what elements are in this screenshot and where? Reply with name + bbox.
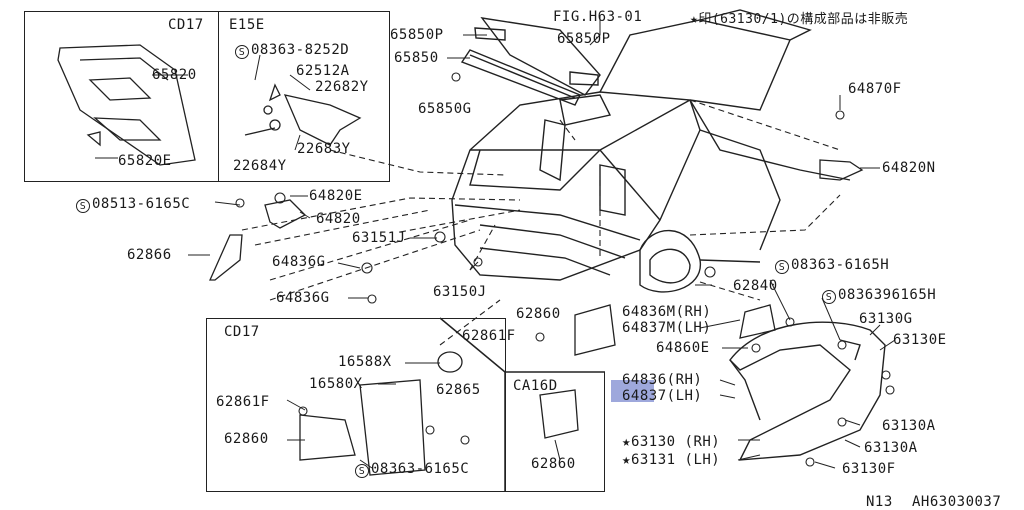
solid-leaders xyxy=(95,15,896,469)
part-64820n[interactable]: 64820N xyxy=(882,160,936,176)
box-bottom-left xyxy=(206,318,506,492)
highlight-64837 xyxy=(611,380,654,402)
hood-hinge-drawing xyxy=(244,83,362,146)
note-body: 印(63130/1)の構成部品は非販売 xyxy=(698,12,909,27)
screw-icon: S xyxy=(76,199,90,213)
part-64820[interactable]: 64820 xyxy=(316,211,361,227)
part-64836[interactable]: 64836(RH) xyxy=(622,372,703,388)
variant-label-cd17-top: CD17 xyxy=(168,17,204,33)
part-63130a-upper[interactable]: 63130A xyxy=(882,418,936,434)
variant-label-e15e: E15E xyxy=(229,17,265,33)
part-65850g[interactable]: 65850G xyxy=(418,101,472,117)
part-64837[interactable]: 64837(LH) xyxy=(622,388,703,404)
figure-ref[interactable]: FIG.H63-01 xyxy=(553,9,643,25)
variant-label-ca16d: CA16D xyxy=(513,378,558,394)
part-number: 08513-6165C xyxy=(92,196,191,212)
part-63150j[interactable]: 63150J xyxy=(433,284,487,300)
part-62861f-box[interactable]: 62861F xyxy=(216,394,270,410)
part-22684y[interactable]: 22684Y xyxy=(233,158,287,174)
star-icon: ★ xyxy=(622,434,631,450)
part-65820e[interactable]: 65820E xyxy=(118,153,172,169)
part-number: 0836396165H xyxy=(838,287,937,303)
part-62861f-center[interactable]: 62861F xyxy=(462,328,516,344)
part-16580x[interactable]: 16580X xyxy=(309,376,363,392)
part-63130a-lower[interactable]: 63130A xyxy=(864,440,918,456)
part-22682y[interactable]: 22682Y xyxy=(315,79,369,95)
part-62840[interactable]: 62840 xyxy=(733,278,778,294)
part-16588x[interactable]: 16588X xyxy=(338,354,392,370)
part-64836g-lower[interactable]: 64836G xyxy=(276,290,330,306)
part-65820[interactable]: 65820 xyxy=(152,67,197,83)
part-64870f[interactable]: 64870F xyxy=(848,81,902,97)
part-number: 08363-8252D xyxy=(251,42,350,58)
part-65850p-right[interactable]: 65850P xyxy=(557,31,611,47)
part-number: 08363-6165H xyxy=(791,257,890,273)
part-63130f[interactable]: 63130F xyxy=(842,461,896,477)
footer-code-n13: N13 xyxy=(866,494,893,510)
part-63130[interactable]: ★63130 (RH) xyxy=(622,434,720,450)
part-65850[interactable]: 65850 xyxy=(394,50,439,66)
part-62865[interactable]: 62865 xyxy=(436,382,481,398)
fasteners xyxy=(235,72,895,467)
box-hood-hinge xyxy=(218,11,390,182)
part-64860e[interactable]: 64860E xyxy=(656,340,710,356)
part-62860-ca16d[interactable]: 62860 xyxy=(531,456,576,472)
screw-icon: S xyxy=(775,260,789,274)
footer-code-illustration: AH63030037 xyxy=(912,494,1002,510)
part-63130e[interactable]: 63130E xyxy=(893,332,947,348)
screw-icon: S xyxy=(822,290,836,304)
fender-liner-drawing xyxy=(729,321,886,461)
car-illustration xyxy=(451,9,851,293)
note-text: ★印(63130/1)の構成部品は非販売 xyxy=(690,12,908,28)
part-63151j[interactable]: 63151J xyxy=(352,230,406,246)
screw-icon: S xyxy=(235,45,249,59)
part-62512a[interactable]: 62512A xyxy=(296,63,350,79)
part-65850p-left[interactable]: 65850P xyxy=(390,27,444,43)
part-63131[interactable]: ★63131 (LH) xyxy=(622,452,720,468)
box-bottom-right xyxy=(505,372,605,492)
part-64820e[interactable]: 64820E xyxy=(309,188,363,204)
part-62860-center[interactable]: 62860 xyxy=(516,306,561,322)
part-number: 08363-6165C xyxy=(371,461,470,477)
part-64836m[interactable]: 64836M(RH) xyxy=(622,304,712,320)
dashed-leaders xyxy=(241,99,841,346)
star-icon: ★ xyxy=(622,452,631,468)
part-63130g[interactable]: 63130G xyxy=(859,311,913,327)
part-number: 63130 (RH) xyxy=(630,434,721,450)
screw-icon: S xyxy=(355,464,369,478)
variant-label-cd17-bottom: CD17 xyxy=(224,324,260,340)
bracket-drawings xyxy=(208,159,864,476)
part-22683y[interactable]: 22683Y xyxy=(297,141,351,157)
part-number: 63131 (LH) xyxy=(630,452,721,468)
star-icon: ★ xyxy=(690,12,699,27)
part-64837m[interactable]: 64837M(LH) xyxy=(622,320,712,336)
part-64836g-upper[interactable]: 64836G xyxy=(272,254,326,270)
part-62866[interactable]: 62866 xyxy=(127,247,172,263)
part-62860-box[interactable]: 62860 xyxy=(224,431,269,447)
hood-insulator-drawing xyxy=(57,44,196,166)
